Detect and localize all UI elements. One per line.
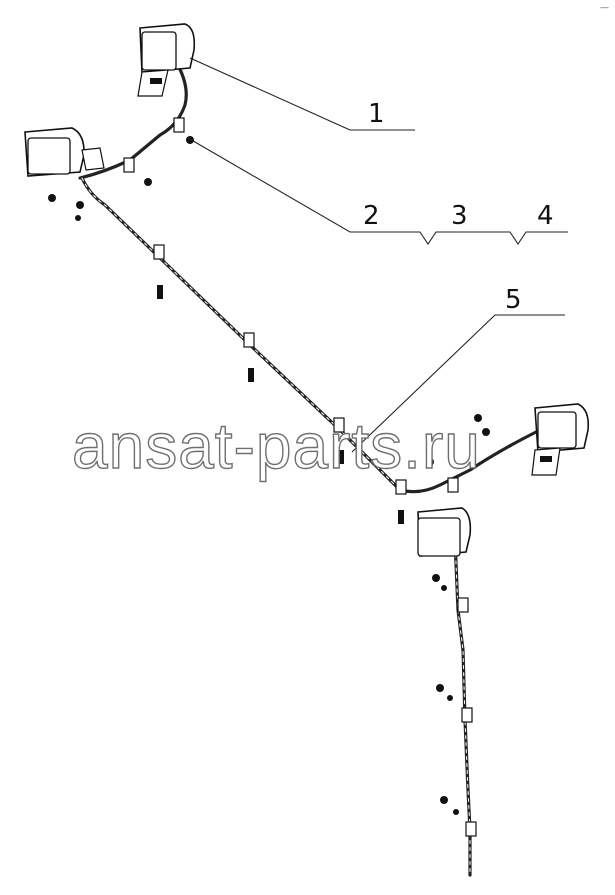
callout-5: 5 — [505, 285, 522, 315]
work-lamp-top — [137, 23, 196, 97]
callout-leaders — [187, 57, 568, 453]
work-lamp-left — [24, 127, 105, 177]
work-lamp-center — [417, 507, 472, 557]
callout-2: 2 — [363, 201, 380, 231]
corner-mark: — — [600, 3, 609, 13]
fastener-bolts — [48, 136, 490, 815]
harness-clips — [123, 117, 477, 837]
callout-3: 3 — [451, 201, 468, 231]
callout-4: 4 — [537, 201, 554, 231]
work-lamp-right — [531, 403, 590, 476]
watermark-text: ansat-parts.ru — [72, 410, 481, 482]
callout-1: 1 — [368, 99, 385, 129]
